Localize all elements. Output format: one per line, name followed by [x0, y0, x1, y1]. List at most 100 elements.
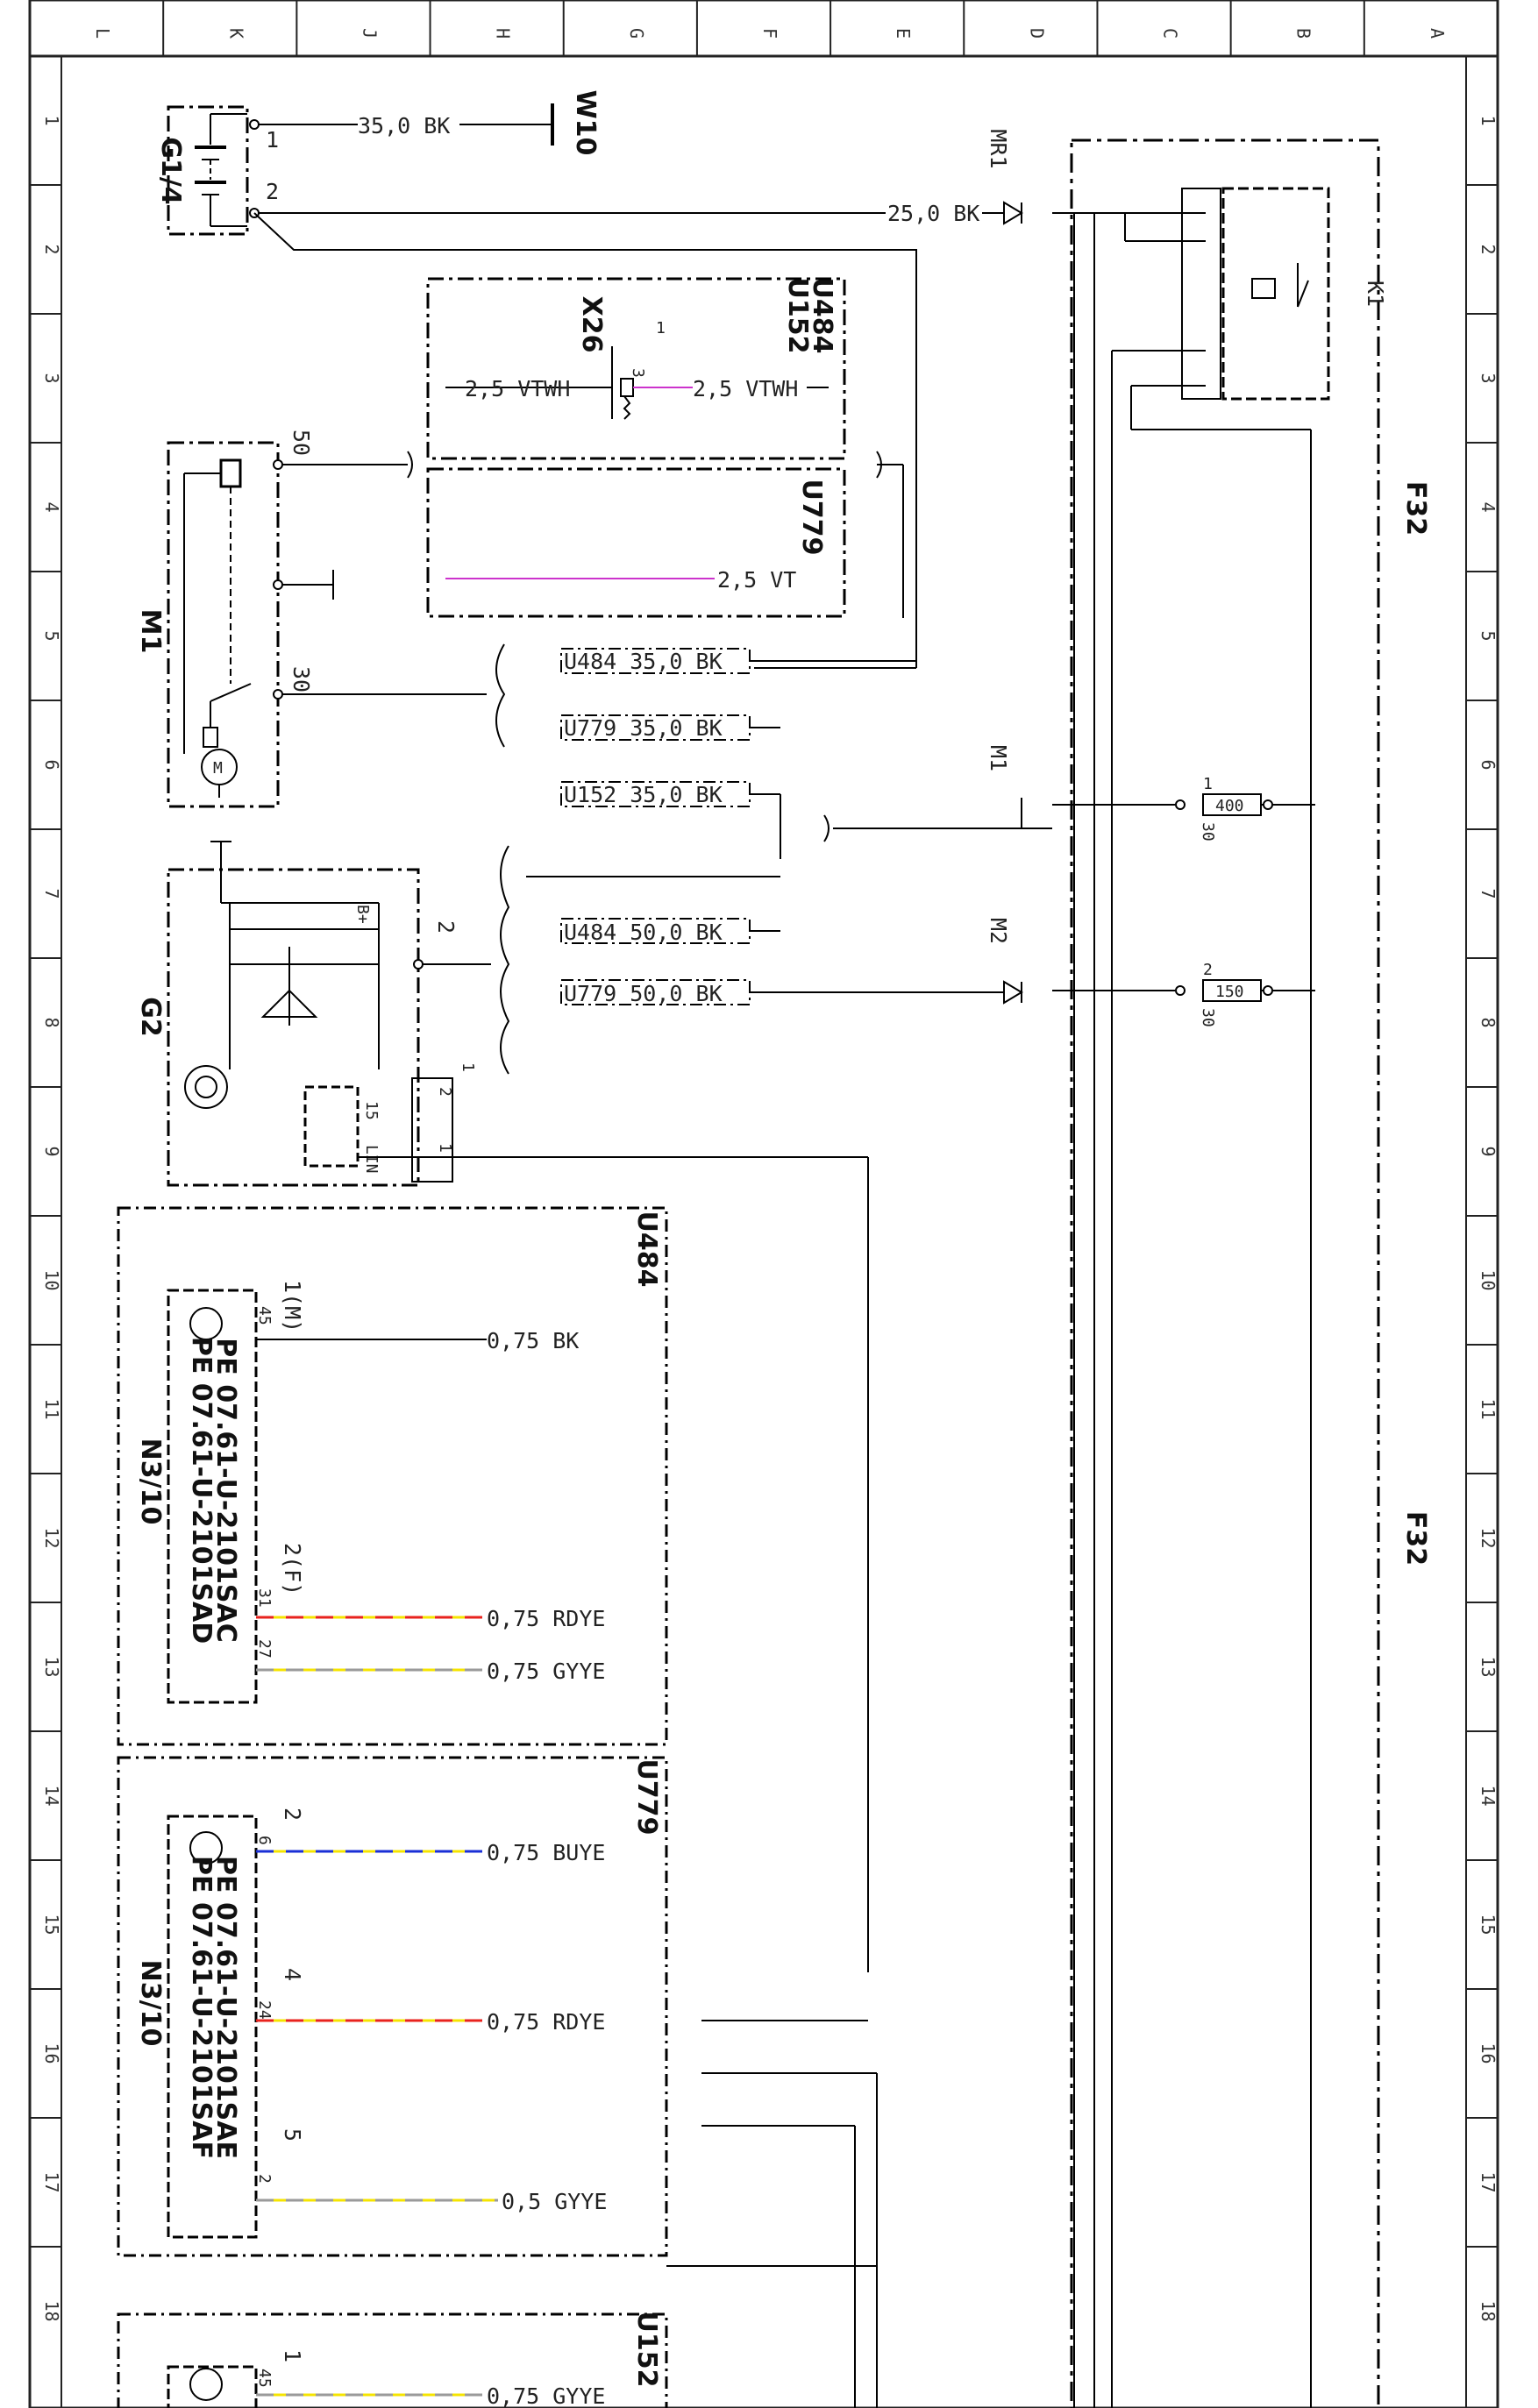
row-number: 8 — [41, 1017, 62, 1027]
row-number: 14 — [41, 1785, 62, 1806]
row-number: 2 — [41, 244, 62, 254]
variant-box-u484-u152 — [426, 277, 846, 618]
fuse-box-f32 — [1070, 139, 1380, 2408]
row-number: 17 — [1477, 2171, 1499, 2192]
wire-g14-w10: 35,0 BK — [358, 113, 450, 139]
row-number: 2 — [1477, 244, 1499, 254]
wire-battery-main — [249, 201, 1023, 669]
wire-n3a-27: 0,75 GYYE — [487, 1659, 605, 1684]
fuse-box-label-b: F32 — [1400, 1511, 1431, 1566]
ground-w10-label: W10 — [570, 90, 601, 156]
fuse-400-value: 400 — [1215, 797, 1244, 815]
variant-u484-b: U484 — [631, 1211, 662, 1288]
wire-m1-u779: U779 35,0 BK — [564, 715, 723, 741]
wire-n3a-45: 0,75 BK — [487, 1328, 579, 1353]
row-number: 9 — [1477, 1146, 1499, 1156]
row-number: 3 — [1477, 373, 1499, 383]
alternator-pin-15: 15 — [362, 1101, 381, 1120]
row-number: 7 — [1477, 888, 1499, 899]
battery-pin-2: 2 — [266, 179, 279, 204]
wire-u779-vt: 2,5 VT — [717, 567, 796, 593]
column-letter: L — [92, 28, 113, 39]
battery-label: G1/4 — [155, 137, 186, 204]
row-number: 8 — [1477, 1017, 1499, 1027]
pin-45-a: 45 — [255, 1306, 274, 1325]
row-number: 3 — [41, 373, 62, 383]
pin-6-b: 6 — [255, 1836, 274, 1845]
starter-bus — [560, 648, 1052, 859]
alternator-g2 — [167, 841, 420, 1187]
wire-n3c-45: 0,75 GYYE — [487, 2383, 605, 2408]
wire-n3b-24: 0,75 RDYE — [487, 2009, 605, 2035]
pin-2b-b: 2 — [255, 2174, 274, 2184]
wire-n3b-6: 0,75 BUYE — [487, 1840, 605, 1865]
relay-k1 — [1021, 212, 1312, 2408]
column-letter: K — [225, 28, 246, 39]
column-letter: B — [1293, 28, 1314, 39]
alternator-pin-bplus: B+ — [353, 905, 372, 924]
pin-4-b: 4 — [280, 1968, 305, 1981]
code-saf: PE 07.61-U-2101SAF — [186, 1856, 217, 2159]
pin-5-b: 5 — [280, 2128, 305, 2142]
row-number: 12 — [41, 1527, 62, 1548]
row-number: 14 — [1477, 1785, 1499, 1806]
wire-x26-left: 2,5 VTWH — [465, 376, 570, 401]
code-sac: PE 07.61-U-2101SAC — [210, 1338, 241, 1642]
alternator-g2-label: G2 — [135, 997, 166, 1037]
row-number: 11 — [1477, 1398, 1499, 1419]
column-letter: C — [1160, 28, 1181, 39]
battery-pin-1: 1 — [266, 127, 279, 153]
alternator-conn-pin-2: 2 — [436, 1087, 454, 1097]
column-letter: J — [359, 28, 380, 39]
row-number: 15 — [1477, 1914, 1499, 1935]
starter-m1-label: M1 — [135, 609, 166, 654]
fuse-150 — [1052, 979, 1315, 1002]
control-unit-n3-10-a: N3/10 — [135, 1438, 166, 1525]
row-number: 9 — [41, 1146, 62, 1156]
column-letter: F — [759, 28, 780, 39]
starter-wires — [273, 451, 904, 748]
row-number: 6 — [1477, 759, 1499, 770]
starter-pin-50: 50 — [288, 430, 314, 456]
code-sad: PE 07.61-U-2101SAD — [186, 1337, 217, 1644]
battery-g1-4 — [167, 105, 249, 236]
row-number: 6 — [41, 759, 62, 770]
column-letter: D — [1026, 28, 1047, 39]
wire-x26-right: 2,5 VTWH — [693, 376, 798, 401]
fuse-400 — [1052, 793, 1315, 816]
fuse-box-label-a: F32 — [1400, 481, 1431, 536]
row-number: 13 — [41, 1656, 62, 1677]
alternator-conn-pin-1b: 1 — [436, 1143, 454, 1153]
alternator-pin-2: 2 — [433, 920, 459, 934]
connector-mr1: MR1 — [986, 129, 1011, 168]
pin-1-c: 1 — [280, 2349, 305, 2362]
column-letter: E — [893, 28, 914, 39]
wire-n3b-2: 0,5 GYYE — [502, 2189, 607, 2214]
row-number: 4 — [1477, 501, 1499, 512]
connector-m1: M1 — [986, 745, 1011, 771]
wire-g2-u484: U484 50,0 BK — [564, 920, 723, 945]
pin-45-c: 45 — [255, 2369, 274, 2388]
variant-u152-b: U152 — [631, 2312, 662, 2388]
row-number: 12 — [1477, 1527, 1499, 1548]
x26-pin-3: 3 — [629, 368, 647, 378]
code-sae: PE 07.61-U-2101SAE — [210, 1856, 241, 2159]
pin-1m: 1(M) — [280, 1280, 305, 1332]
wire-n3a-31: 0,75 RDYE — [487, 1606, 605, 1631]
row-number: 7 — [41, 888, 62, 899]
alternator-pin-lin: LIN — [362, 1145, 381, 1174]
row-number: 13 — [1477, 1656, 1499, 1677]
row-number: 10 — [1477, 1269, 1499, 1290]
wire-g14-mr1: 25,0 BK — [887, 201, 979, 226]
ground-w10 — [249, 103, 554, 146]
wire-g2-u779: U779 50,0 BK — [564, 981, 723, 1006]
wire-m1-u152: U152 35,0 BK — [564, 782, 723, 807]
fuse-400-pin-30: 30 — [1199, 822, 1217, 842]
row-number: 5 — [41, 630, 62, 641]
relay-k1-label: K1 — [1363, 281, 1388, 307]
fuse-400-pin-1: 1 — [1203, 775, 1213, 793]
alternator-wires — [358, 845, 1023, 1972]
control-unit-box-u152 — [117, 2312, 668, 2408]
row-number: 15 — [41, 1914, 62, 1935]
column-letter: A — [1427, 28, 1448, 39]
